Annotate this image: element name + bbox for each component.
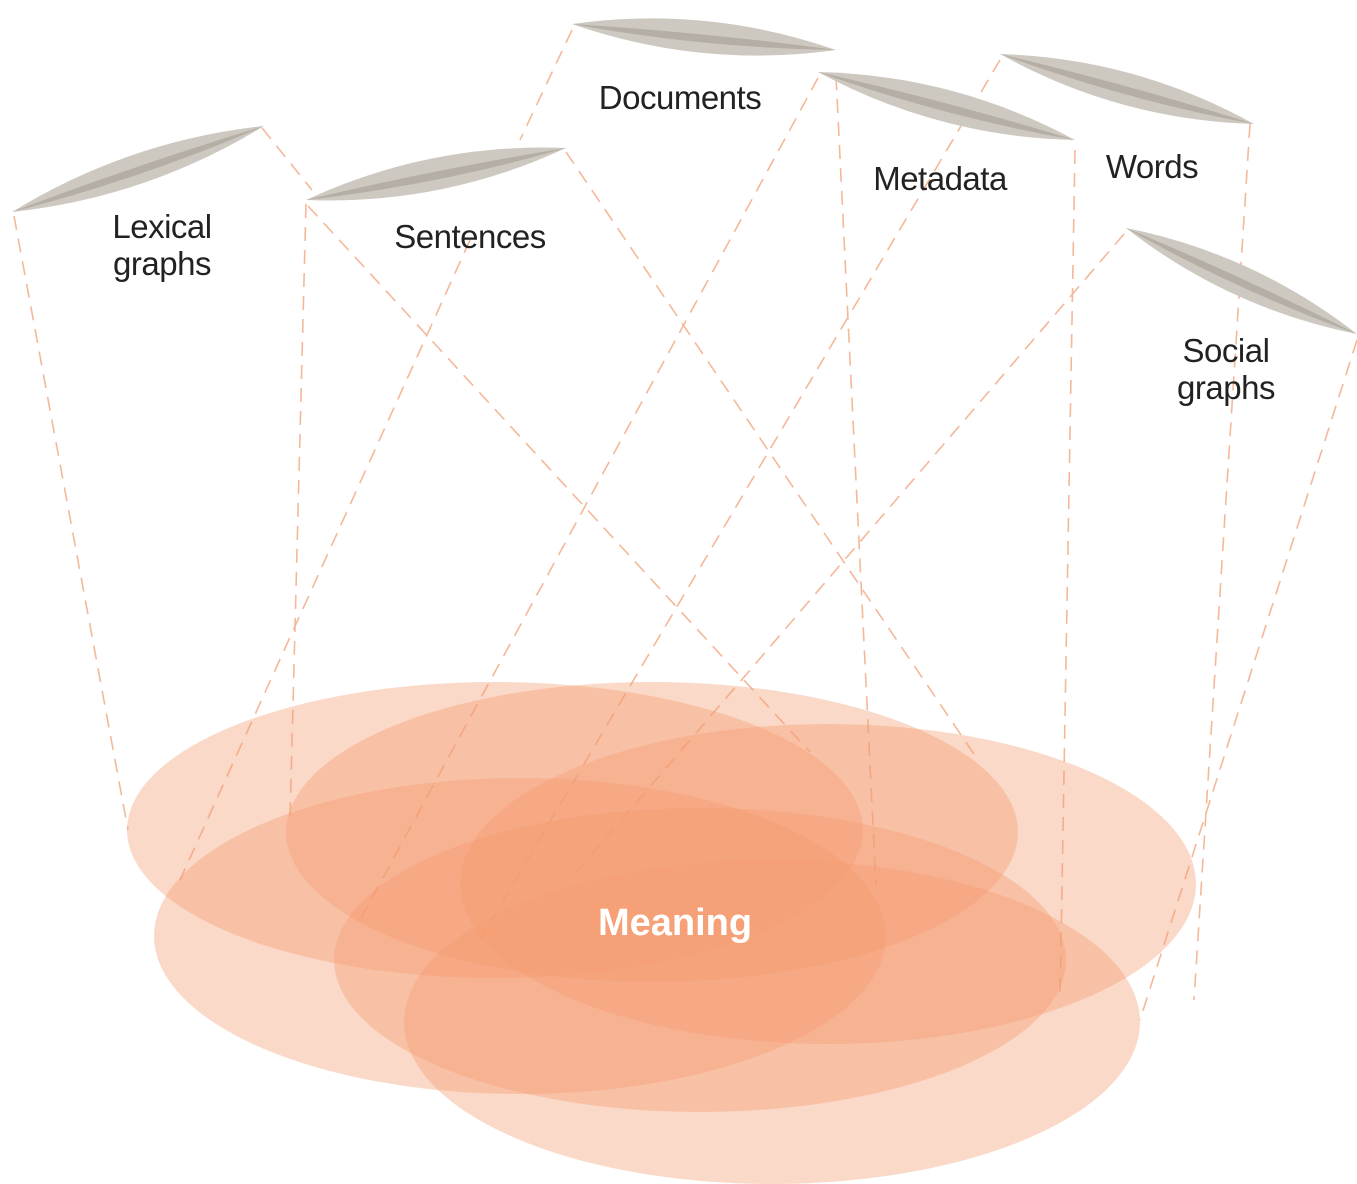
label-words: Words bbox=[1106, 148, 1198, 185]
meaning-ellipse bbox=[404, 860, 1140, 1184]
label-line: Social bbox=[1183, 332, 1270, 369]
meaning-ellipse bbox=[286, 682, 1018, 982]
label-documents: Documents bbox=[599, 79, 761, 116]
label-line: Metadata bbox=[873, 160, 1008, 197]
label-line: graphs bbox=[1177, 369, 1275, 406]
lens-sentences bbox=[306, 147, 566, 201]
label-line: Sentences bbox=[394, 218, 545, 255]
meaning-ellipses bbox=[127, 682, 1196, 1184]
lens-social-graphs bbox=[1126, 228, 1357, 334]
center-label-meaning: Meaning bbox=[598, 902, 752, 944]
projection-line bbox=[569, 233, 1125, 881]
projection-line bbox=[565, 151, 979, 761]
lens-band bbox=[818, 72, 1075, 140]
projection-line bbox=[519, 29, 573, 141]
label-line: graphs bbox=[113, 245, 211, 282]
projection-line bbox=[261, 127, 313, 191]
meaning-ellipse bbox=[334, 808, 1066, 1112]
projection-line bbox=[179, 239, 471, 881]
lens-band bbox=[306, 148, 566, 200]
meaning-ellipse bbox=[460, 724, 1196, 1044]
label-sentences: Sentences bbox=[394, 218, 545, 255]
projection-line bbox=[13, 215, 129, 831]
label-line: Documents bbox=[599, 79, 761, 116]
lens-documents bbox=[572, 18, 836, 56]
lens-band bbox=[1000, 54, 1254, 124]
lens-metadata bbox=[818, 72, 1075, 140]
projection-line bbox=[479, 59, 1001, 941]
label-line: Words bbox=[1106, 148, 1198, 185]
projection-line bbox=[289, 203, 307, 821]
lens-group bbox=[12, 18, 1357, 334]
lens-band bbox=[572, 24, 836, 50]
projection-line bbox=[1139, 339, 1357, 1021]
projection-line bbox=[307, 205, 811, 753]
label-metadata: Metadata bbox=[873, 160, 1008, 197]
meaning-ellipse bbox=[127, 682, 863, 978]
lens-words bbox=[1000, 54, 1254, 124]
lens-band bbox=[12, 126, 264, 212]
projection-line bbox=[1059, 149, 1076, 1001]
projection-line bbox=[835, 75, 877, 887]
label-line: Lexical bbox=[112, 208, 211, 245]
lens-lexical-graphs bbox=[12, 126, 264, 212]
lens-band bbox=[1126, 228, 1357, 334]
meaning-ellipse bbox=[154, 778, 886, 1094]
